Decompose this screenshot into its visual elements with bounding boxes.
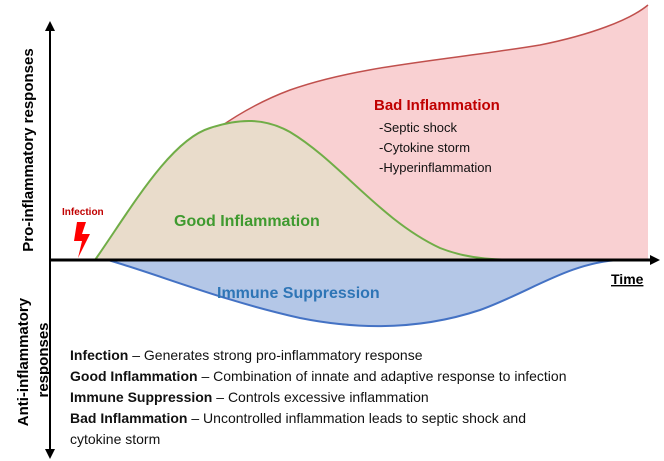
immune-suppression-area bbox=[108, 260, 620, 327]
legend-separator: – bbox=[187, 410, 204, 426]
legend-separator: – bbox=[197, 368, 214, 384]
legend-row: Infection – Generates strong pro-inflamm… bbox=[70, 345, 660, 366]
immune-suppression-curve bbox=[107, 259, 621, 328]
legend-term: Infection bbox=[70, 347, 129, 363]
y-axis-label-anti: Anti-inflammatory responses bbox=[15, 294, 52, 427]
good-inflammation-curve bbox=[94, 120, 531, 261]
legend-row: Bad Inflammation – Uncontrolled inflamma… bbox=[70, 408, 660, 429]
legend-separator: – bbox=[128, 347, 144, 363]
legend-row: Good Inflammation – Combination of innat… bbox=[70, 366, 660, 387]
y-axis-label-pro: Pro-inflammatory responses bbox=[20, 48, 37, 251]
bad-inflammation-item: -Cytokine storm bbox=[379, 140, 470, 155]
good-inflammation-area bbox=[95, 120, 530, 260]
legend-separator: – bbox=[212, 389, 228, 405]
legend-term: Good Inflammation bbox=[70, 368, 198, 384]
legend-term: Immune Suppression bbox=[70, 389, 213, 405]
legend: Infection – Generates strong pro-inflamm… bbox=[70, 345, 660, 450]
legend-description: Uncontrolled inflammation leads to septi… bbox=[203, 410, 526, 426]
bad-inflammation-item: -Hyperinflammation bbox=[379, 160, 492, 175]
x-axis-label-time: Time bbox=[611, 271, 644, 287]
infection-label: Infection bbox=[62, 207, 104, 218]
legend-term: Bad Inflammation bbox=[70, 410, 188, 426]
bad-inflammation-title: Bad Inflammation bbox=[374, 97, 500, 114]
bad-inflammation-item: -Septic shock bbox=[379, 120, 458, 135]
legend-row: Immune Suppression – Controls excessive … bbox=[70, 387, 660, 408]
immune-suppression-title: Immune Suppression bbox=[217, 285, 380, 302]
legend-description: Controls excessive inflammation bbox=[227, 389, 429, 405]
legend-description: Generates strong pro-inflammatory respon… bbox=[143, 347, 423, 363]
lightning-bolt-icon bbox=[74, 222, 90, 258]
legend-description: cytokine storm bbox=[70, 431, 161, 447]
legend-description: Combination of innate and adaptive respo… bbox=[213, 368, 567, 384]
good-inflammation-title: Good Inflammation bbox=[174, 213, 320, 230]
legend-row: cytokine storm bbox=[70, 429, 660, 450]
